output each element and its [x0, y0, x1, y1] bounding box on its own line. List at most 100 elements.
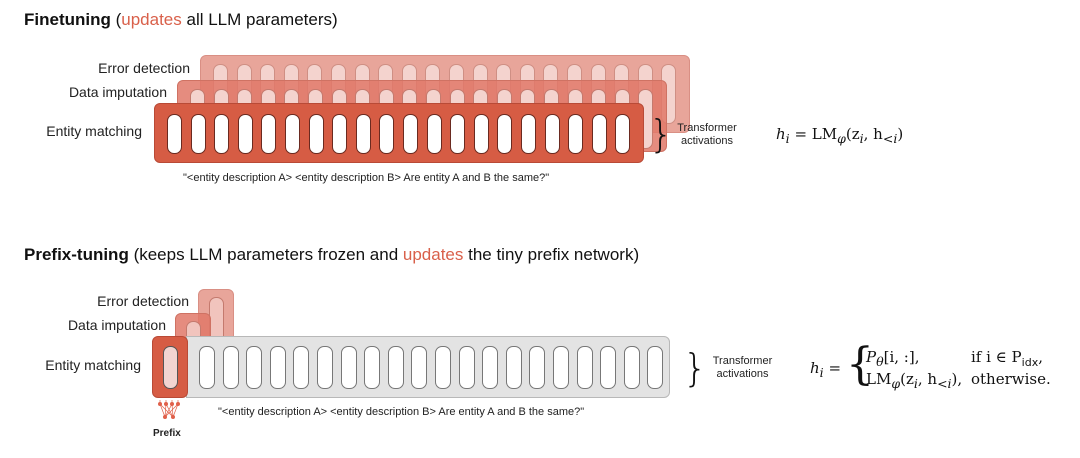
pt-entity-matching-prefix — [152, 336, 188, 398]
prefix-label: Prefix — [153, 428, 181, 439]
pt-equation-brace-icon: { — [846, 339, 874, 390]
ft-em-token-cell — [591, 114, 607, 154]
pt-eq-case1-cond-sub: idx — [1021, 356, 1039, 369]
pt-frozen-token-cell — [411, 346, 428, 389]
finetuning-title-rest: all LLM parameters) — [181, 10, 338, 29]
pt-frozen-token-cell — [222, 346, 239, 389]
ft-em-token-cell — [237, 114, 253, 154]
pt-eq-case1-cond-text: if i ∈ P — [971, 348, 1022, 366]
ft-em-token-cell — [426, 114, 442, 154]
pt-eq-case1-p: P — [866, 348, 877, 366]
pt-brace-icon: } — [683, 346, 708, 390]
finetuning-title-bold: Finetuning — [24, 10, 111, 29]
finetuning-title-highlight: updates — [121, 10, 182, 29]
pt-task-label-error-detection: Error detection — [97, 293, 189, 309]
pt-eq-case1-sub: θ — [876, 354, 884, 369]
pt-frozen-token-cell — [387, 346, 404, 389]
pt-activations-line2: activations — [716, 368, 769, 380]
pt-task-label-data-imputation: Data imputation — [67, 317, 166, 333]
ft-em-token-cell — [355, 114, 371, 154]
eq-close: ) — [897, 125, 904, 143]
eq-args2-sub: <i — [882, 131, 898, 146]
pt-eq-case2-sub: φ — [891, 376, 901, 391]
pt-frozen-token-cell — [553, 346, 569, 389]
pt-frozen-token-cell — [482, 346, 499, 389]
pt-frozen-token-cell — [647, 346, 664, 389]
pt-eq-case1-cond-end: , — [1038, 348, 1043, 366]
pt-eq-case1-rest: [i, :], — [883, 348, 920, 366]
ft-em-token-cell — [568, 114, 584, 154]
pt-frozen-token-cell — [529, 346, 546, 389]
prefix-network-icon — [158, 400, 180, 419]
eq-lm-sub: φ — [837, 131, 846, 146]
pt-frozen-token-cell — [293, 346, 310, 389]
ft-em-token-cell — [308, 114, 324, 154]
ft-em-token-cell — [379, 114, 395, 154]
pt-activations-label: Transformer activations — [705, 355, 780, 381]
ft-em-token-cell — [167, 114, 182, 154]
ft-em-token-cell — [615, 114, 631, 154]
prefix-title-bold: Prefix-tuning — [24, 245, 129, 264]
ft-task-label-entity-matching: Entity matching — [46, 123, 142, 139]
ft-task-label-error-detection: Error detection — [98, 60, 190, 76]
pt-frozen-token-cell — [317, 346, 333, 389]
finetuning-title-open: ( — [110, 10, 122, 29]
ft-em-token-cell — [521, 114, 536, 154]
ft-em-token-cell — [261, 114, 277, 154]
pt-em-prefix-cell — [163, 346, 178, 389]
pt-eq-case2-rest2-sub: <i — [937, 376, 952, 391]
prefix-title-highlight: updates — [402, 245, 464, 264]
pt-eq-case2-rest3: ), — [951, 370, 963, 388]
pt-frozen-token-cell — [505, 346, 522, 389]
prefix-title-rest: the tiny prefix network) — [463, 245, 640, 264]
eq-lm: = LM — [794, 125, 838, 143]
pt-frozen-token-cell — [435, 346, 451, 389]
pt-frozen-token-cell — [623, 346, 640, 389]
prefix-title-pre: (keeps LLM parameters frozen and — [128, 245, 403, 264]
eq-args-sub: i — [859, 131, 864, 146]
ft-activations-line2: activations — [681, 135, 733, 147]
prefix-tuning-title: Prefix-tuning (keeps LLM parameters froz… — [24, 245, 639, 265]
pt-eq-case1-expr: Pθ[i, :], — [866, 348, 919, 369]
pt-frozen-token-cell — [340, 346, 357, 389]
pt-eq-case2-lm: LM — [866, 370, 892, 388]
pt-frozen-token-cell — [600, 346, 617, 389]
ft-em-token-cell — [285, 114, 300, 154]
pt-frozen-token-cell — [199, 346, 215, 389]
pt-frozen-token-cell — [269, 346, 286, 389]
pt-equation-lhs: hi = — [810, 359, 842, 380]
ft-em-token-cell — [214, 114, 230, 154]
eq-args: (z — [845, 125, 860, 143]
ft-em-token-cell — [190, 114, 206, 154]
eq-args2: , h — [863, 125, 883, 143]
ft-input-caption: "<entity description A> <entity descript… — [183, 172, 550, 184]
pt-eq-case2-rest: (z — [900, 370, 914, 388]
ft-task-label-data-imputation: Data imputation — [68, 84, 167, 100]
ft-em-token-cell — [450, 114, 466, 154]
pt-frozen-token-cell — [576, 346, 593, 389]
ft-equation: hi = LMφ(zi, h<i) — [776, 125, 903, 146]
ft-em-token-cell — [544, 114, 560, 154]
eq-h: h — [776, 125, 786, 143]
pt-frozen-token-cell — [458, 346, 475, 389]
pt-eq-case2-rest2: , h — [917, 370, 938, 388]
ft-activations-line1: Transformer — [677, 122, 737, 134]
pt-input-caption: "<entity description A> <entity descript… — [218, 406, 585, 418]
ft-em-token-cell — [332, 114, 348, 154]
ft-brace-icon: } — [649, 112, 674, 156]
pt-eq-case2-rest-sub: i — [913, 376, 918, 391]
ft-entity-matching-layer — [154, 103, 644, 163]
ft-em-token-cell — [473, 114, 489, 154]
pt-activations-line1: Transformer — [712, 355, 773, 367]
pt-frozen-token-cell — [364, 346, 381, 389]
pt-eq-case2-cond: otherwise. — [971, 370, 1051, 388]
pt-task-label-entity-matching: Entity matching — [45, 357, 141, 373]
pt-frozen-token-cell — [246, 346, 263, 389]
ft-activations-label: Transformer activations — [672, 122, 742, 148]
finetuning-title: Finetuning (updates all LLM parameters) — [24, 10, 338, 30]
ft-em-token-cell — [497, 114, 513, 154]
pt-eq-case1-cond: if i ∈ Pidx, — [971, 348, 1043, 369]
pt-frozen-llm-layer — [186, 336, 670, 398]
ft-em-token-cell — [403, 114, 418, 154]
eq-h-sub: i — [785, 131, 790, 146]
